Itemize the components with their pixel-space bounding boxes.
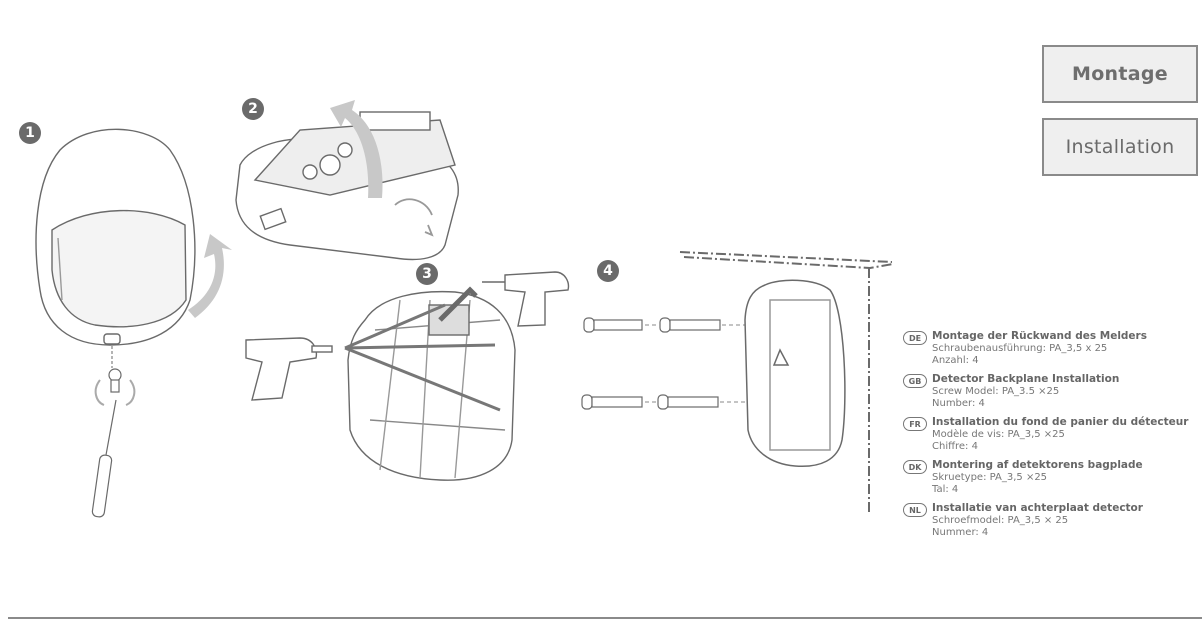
bottom-divider — [8, 617, 1202, 619]
lang-code-badge: FR — [903, 417, 927, 431]
instruction-quantity: Number: 4 — [932, 398, 985, 409]
open-arrow-icon — [188, 234, 232, 318]
lang-code-badge: DK — [903, 460, 927, 474]
drill-bit-lines — [344, 303, 501, 412]
instruction-screw-model: Screw Model: PA_3.5 ×25 — [932, 386, 1060, 397]
step-4-badge: 4 — [597, 260, 619, 282]
instruction-screw-model: Schraubenausführung: PA_3,5 x 25 — [932, 343, 1108, 354]
drill-top-icon — [482, 271, 570, 327]
lang-code-badge: GB — [903, 374, 927, 388]
instruction-fr: FR Installation du fond de panier du dét… — [903, 416, 1198, 453]
rotate-arrow-icon — [94, 379, 136, 406]
swing-arrow-icon — [394, 198, 434, 237]
drill-left-icon — [245, 337, 333, 401]
instruction-screw-model: Skruetype: PA_3,5 ×25 — [932, 472, 1048, 483]
instruction-quantity: Nummer: 4 — [932, 527, 989, 538]
step-1-badge: 1 — [19, 122, 41, 144]
instruction-screw-model: Schroefmodel: PA_3,5 × 25 — [932, 515, 1069, 526]
lift-arrow-icon — [330, 100, 383, 198]
instruction-quantity: Tal: 4 — [932, 484, 959, 495]
lang-code-badge: DE — [903, 331, 927, 345]
instruction-de: DE Montage der Rückwand des Melders Schr… — [903, 330, 1198, 367]
tab-montage[interactable]: Montage — [1042, 45, 1198, 103]
screw-icon — [108, 368, 122, 393]
wall-backplate-icon — [744, 279, 846, 468]
instruction-title: Montering af detektorens bagplade — [932, 459, 1143, 471]
detector-cover-icon — [35, 128, 196, 346]
instruction-quantity: Anzahl: 4 — [932, 355, 979, 366]
screws-icon — [581, 317, 721, 410]
instruction-nl: NL Installatie van achterplaat detector … — [903, 502, 1198, 539]
backplate-icon — [347, 290, 516, 481]
tab-installation[interactable]: Installation — [1042, 118, 1198, 176]
instruction-screw-model: Modèle de vis: PA_3,5 ×25 — [932, 429, 1065, 440]
step-2-badge: 2 — [242, 98, 264, 120]
instruction-dk: DK Montering af detektorens bagplade Skr… — [903, 459, 1198, 496]
instruction-title: Detector Backplane Installation — [932, 373, 1120, 385]
drill-direction-arrow — [438, 286, 478, 322]
screwdriver-icon — [91, 399, 117, 518]
instruction-title: Installatie van achterplaat detector — [932, 502, 1143, 514]
detector-pcb-icon — [235, 111, 459, 261]
lang-code-badge: NL — [903, 503, 927, 517]
step-3-badge: 3 — [416, 263, 438, 285]
wall-corner-lines — [679, 251, 894, 515]
instruction-gb: GB Detector Backplane Installation Screw… — [903, 373, 1198, 410]
instruction-list: DE Montage der Rückwand des Melders Schr… — [903, 330, 1198, 545]
instruction-title: Installation du fond de panier du détect… — [932, 416, 1189, 428]
instruction-quantity: Chiffre: 4 — [932, 441, 978, 452]
instruction-title: Montage der Rückwand des Melders — [932, 330, 1147, 342]
